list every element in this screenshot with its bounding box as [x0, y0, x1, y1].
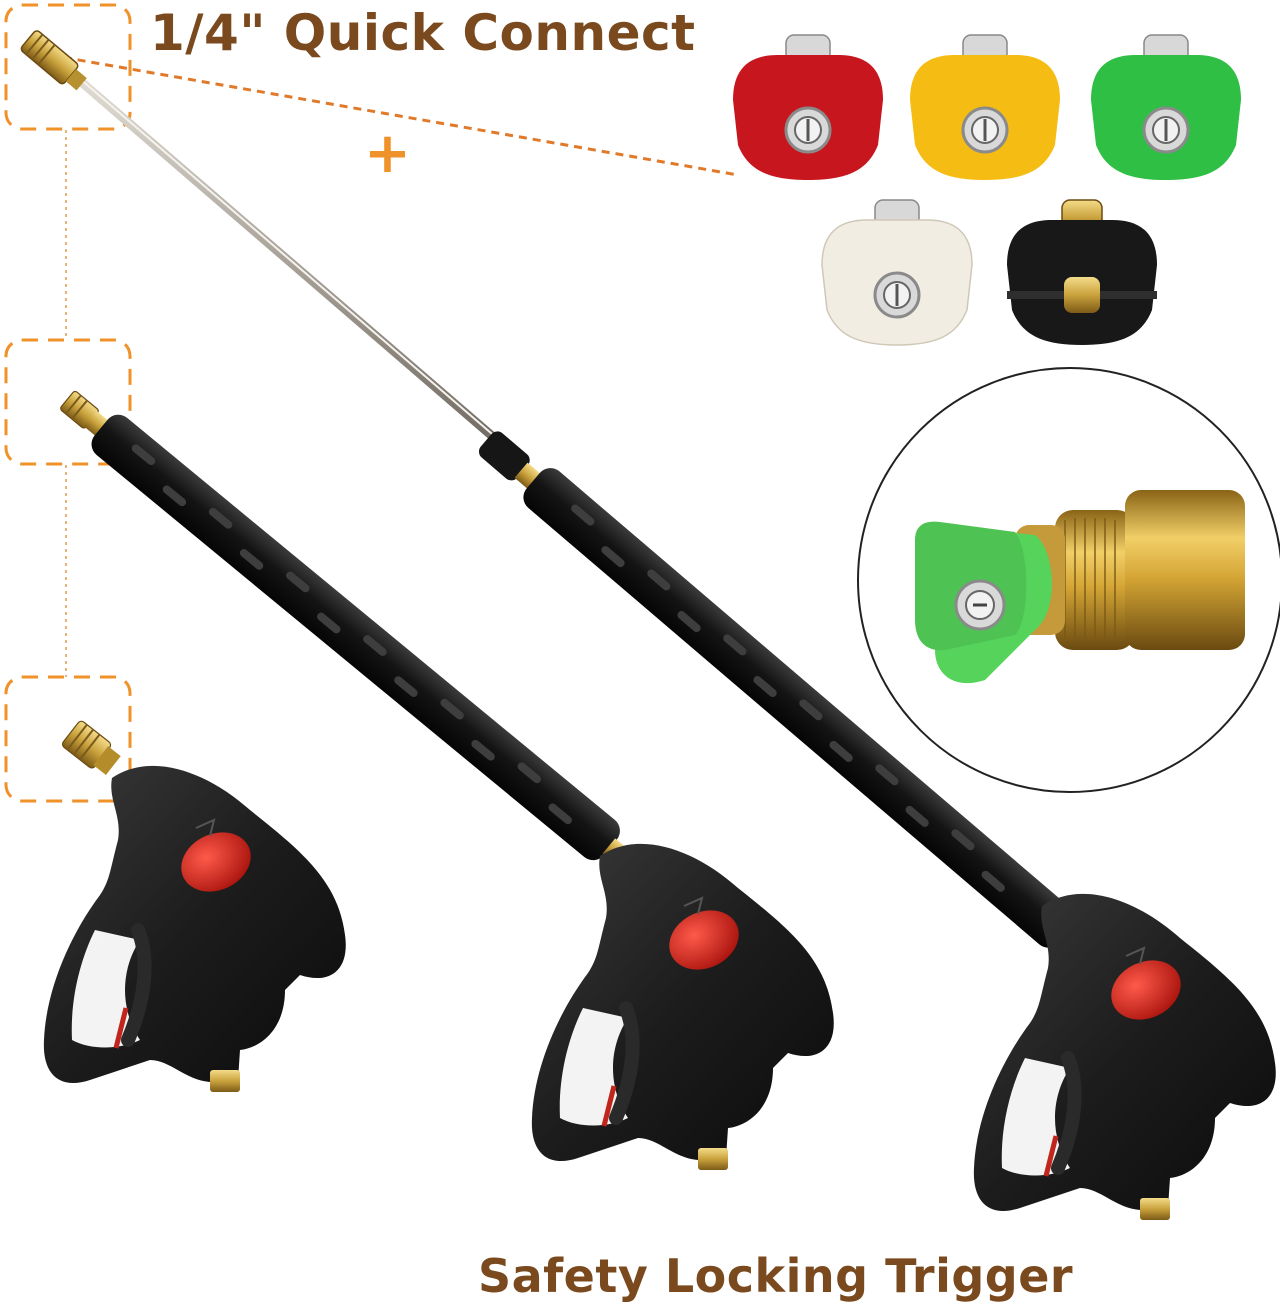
- safety-lock-button: [181, 832, 251, 892]
- quick-connect-caption: 1/4" Quick Connect: [150, 4, 696, 62]
- long-steel-wand: [20, 30, 525, 465]
- spray-gun-middle: [531, 843, 834, 1170]
- safety-lock-button: [669, 910, 739, 970]
- plus-icon: +: [364, 121, 411, 186]
- black-nozzle-tip: [1007, 199, 1157, 345]
- brass-quick-connect-top: [20, 30, 87, 91]
- nozzle-tip-set: [733, 34, 1241, 346]
- highlight-box-bottom: [4, 675, 132, 803]
- yellow-nozzle-tip: [910, 34, 1060, 180]
- quick-connect-closeup: [857, 367, 1280, 793]
- safety-lock-button: [1111, 960, 1181, 1020]
- green-nozzle-tip: [1091, 34, 1241, 180]
- brass-quick-connect-bottom: [61, 720, 121, 776]
- brass-quick-connect-middle: [60, 390, 109, 437]
- white-nozzle-tip: [821, 199, 973, 346]
- highlight-box-middle: [4, 338, 132, 466]
- spray-gun-right: [973, 893, 1276, 1220]
- spray-gun-left: [43, 720, 346, 1092]
- pointer-dashed-line: [49, 53, 739, 177]
- connector-highlight-boxes: [4, 3, 739, 803]
- highlight-box-top: [4, 3, 132, 131]
- red-nozzle-tip: [733, 34, 883, 180]
- safety-trigger-caption: Safety Locking Trigger: [478, 1249, 1074, 1303]
